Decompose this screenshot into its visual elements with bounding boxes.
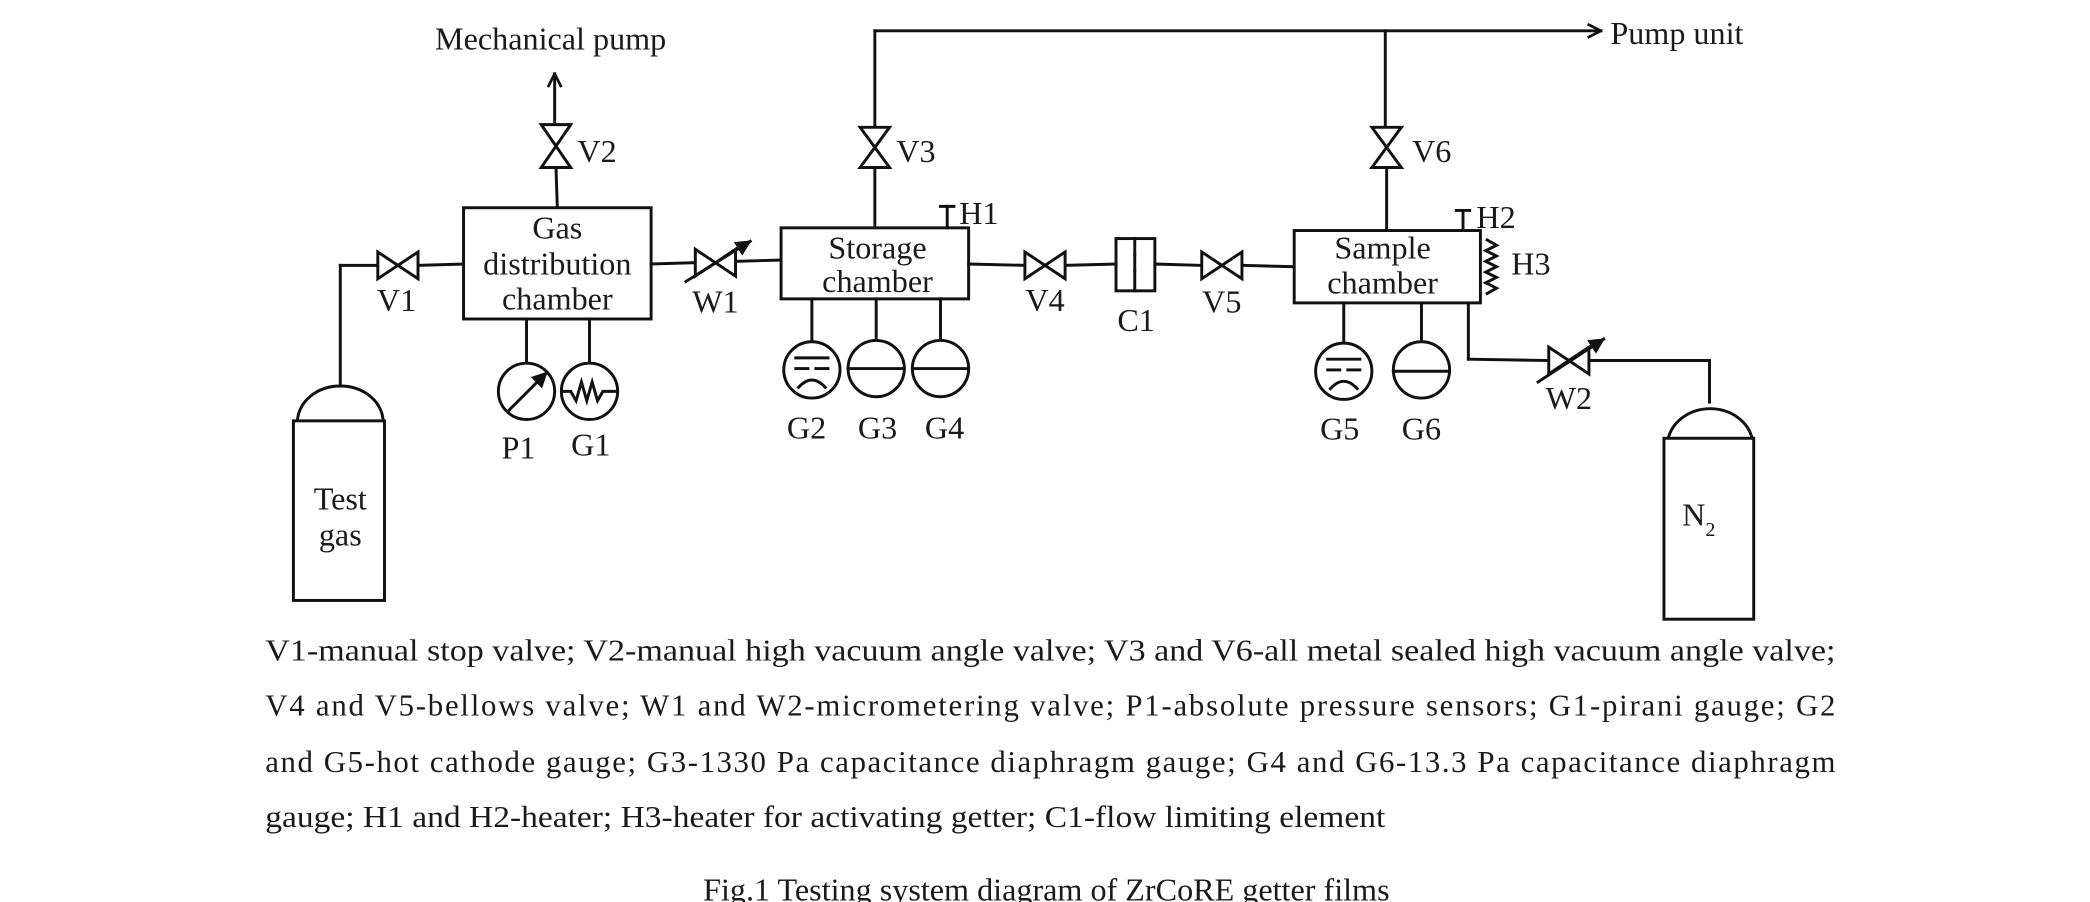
v1-line — [338, 262, 466, 267]
valve-v1 — [376, 249, 420, 282]
g4-label: G4 — [925, 409, 964, 445]
test-gas-label-1: Test — [314, 480, 367, 516]
sample-chamber — [1292, 229, 1482, 305]
w2-line — [1466, 301, 1711, 404]
g6-capacitance-gauge — [1391, 301, 1452, 400]
sample-chamber-label-2: chamber — [1327, 265, 1438, 301]
h1-heater — [939, 204, 956, 230]
pump-unit-label: Pump unit — [1610, 15, 1743, 51]
v5-label: V5 — [1202, 283, 1241, 319]
n2-cylinder — [1662, 407, 1756, 621]
v2-label: V2 — [577, 133, 616, 169]
n2-subscript: 2 — [1705, 519, 1715, 541]
n2-base: N — [1682, 496, 1705, 532]
g1-pirani-gauge — [559, 317, 620, 421]
gas-distribution-chamber — [462, 206, 653, 321]
gas-chamber-label-2: distribution — [483, 246, 631, 282]
c1-label: C1 — [1117, 302, 1155, 338]
g5-hot-cathode-gauge — [1314, 301, 1374, 401]
v3-label: V3 — [896, 133, 935, 169]
valve-v4 — [1023, 249, 1067, 282]
legend: V1-manual stop valve; V2-manual high vac… — [265, 634, 1835, 834]
valve-w2 — [1535, 337, 1606, 385]
test-gas-label-2: gas — [319, 516, 362, 552]
h3-activation-heater — [1482, 237, 1500, 296]
p1-gauge — [496, 317, 557, 421]
valve-v6 — [1368, 125, 1405, 170]
storage-chamber-label-2: chamber — [822, 263, 933, 299]
w1-label: W1 — [692, 283, 738, 319]
v4-c1-v5-line — [967, 262, 1296, 269]
pump-unit-line — [873, 31, 1603, 233]
g5-label: G5 — [1320, 411, 1359, 447]
n2-label: N2 — [1682, 496, 1715, 541]
h1-label: H1 — [959, 195, 998, 231]
g6-label: G6 — [1402, 411, 1441, 447]
valve-w1 — [683, 239, 753, 284]
sample-chamber-label-1: Sample — [1334, 230, 1430, 266]
gas-chamber-label-3: chamber — [502, 281, 613, 317]
g3-capacitance-gauge — [846, 297, 906, 399]
figure-title: Fig.1 Testing system diagram of ZrCoRE g… — [703, 872, 1390, 902]
g2-hot-cathode-gauge — [782, 297, 842, 400]
legend-line-1: V1-manual stop valve; V2-manual high vac… — [265, 634, 1835, 668]
h3-label: H3 — [1511, 246, 1550, 282]
w2-label: W2 — [1546, 380, 1592, 416]
h2-heater — [1454, 208, 1472, 233]
valve-v5 — [1200, 249, 1244, 282]
legend-line-4: gauge; H1 and H2-heater; H3-heater for a… — [265, 800, 1385, 834]
mechanical-pump-line — [555, 72, 558, 210]
c1-flow-limiter — [1114, 237, 1157, 293]
g3-label: G3 — [858, 409, 897, 445]
g2-label: G2 — [787, 409, 826, 445]
g1-label: G1 — [571, 427, 610, 463]
mechanical-pump-label: Mechanical pump — [435, 21, 666, 57]
valve-v2 — [538, 123, 574, 170]
v1-label: V1 — [377, 282, 416, 318]
test-gas-cylinder — [291, 263, 386, 602]
legend-line-3: and G5-hot cathode gauge; G3-1330 Pa cap… — [265, 745, 1835, 779]
g4-capacitance-gauge — [910, 297, 971, 399]
storage-chamber — [779, 226, 971, 301]
storage-chamber-label-1: Storage — [828, 230, 926, 266]
v4-label: V4 — [1025, 282, 1064, 318]
h2-label: H2 — [1476, 199, 1515, 235]
gas-chamber-label-1: Gas — [532, 210, 582, 246]
legend-line-2: V4 and V5-bellows valve; W1 and W2-micro… — [265, 689, 1835, 723]
valve-v3 — [857, 125, 893, 170]
w1-line — [649, 258, 783, 266]
p1-label: P1 — [501, 429, 535, 465]
v6-label: V6 — [1412, 133, 1451, 169]
